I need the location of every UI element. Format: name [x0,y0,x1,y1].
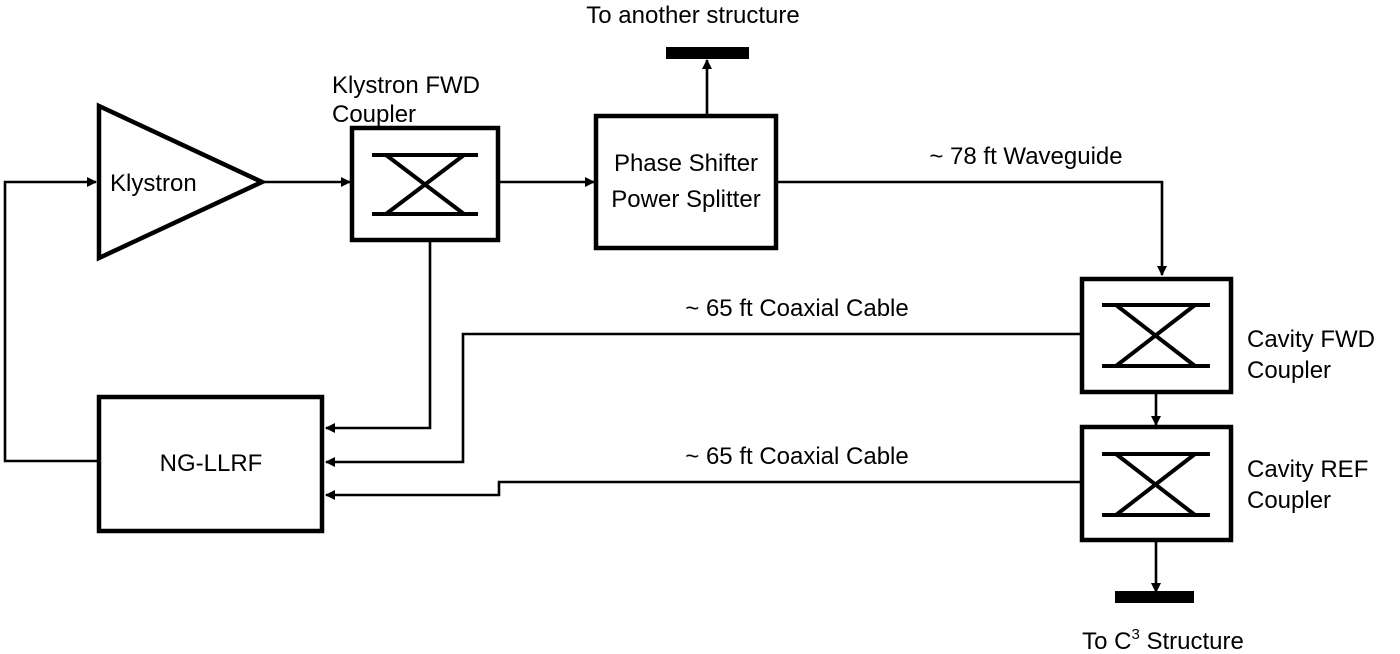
feedback-wire [3,177,99,463]
c3-structure-terminal-icon [1115,591,1194,603]
ng-llrf-label: NG-LLRF [160,450,263,477]
klystron-fwd-coupler-block: Klystron FWD Coupler [332,72,501,243]
coax-ref-label: ~ 65 ft Coaxial Cable [685,443,908,470]
phase-shifter-label-2: Power Splitter [611,186,760,213]
coax-ref-wire [325,480,1082,500]
directional-coupler-icon [1102,303,1210,368]
klystron-block: Klystron [96,102,268,262]
cavity-fwd-coupler-label-2: Coupler [1247,357,1331,384]
coax-fwd-label: ~ 65 ft Coaxial Cable [685,295,908,322]
klystron-label: Klystron [110,170,197,197]
klystron-fwd-coupler-label-1: Klystron FWD [332,72,480,99]
directional-coupler-icon [1102,452,1210,517]
ng-llrf-block: NG-LLRF [96,394,325,534]
cavity-ref-coupler-block: Cavity REF Coupler [1079,424,1368,543]
another-structure-terminal-icon [666,47,749,59]
cavity-ref-coupler-label-2: Coupler [1247,487,1331,514]
coax-fwd-wire [325,332,1082,467]
directional-coupler-icon [372,153,478,216]
waveguide-label: ~ 78 ft Waveguide [929,143,1122,170]
amplifier-triangle-icon [96,102,268,262]
phase-shifter-block: Phase Shifter Power Splitter [593,113,779,251]
waveguide-wire [776,180,1167,276]
cavity-fwd-coupler-label-1: Cavity FWD [1247,326,1375,353]
cavity-ref-coupler-label-1: Cavity REF [1247,456,1368,483]
cavity-fwd-coupler-block: Cavity FWD Coupler [1079,276,1375,395]
klystron-fwd-coupler-label-2: Coupler [332,101,416,128]
phase-shifter-label-1: Phase Shifter [614,150,758,177]
another-structure-label: To another structure [586,2,799,29]
c3-structure-label: To C3 Structure [1082,626,1244,654]
klystron-fwd-sample-wire [325,240,432,433]
